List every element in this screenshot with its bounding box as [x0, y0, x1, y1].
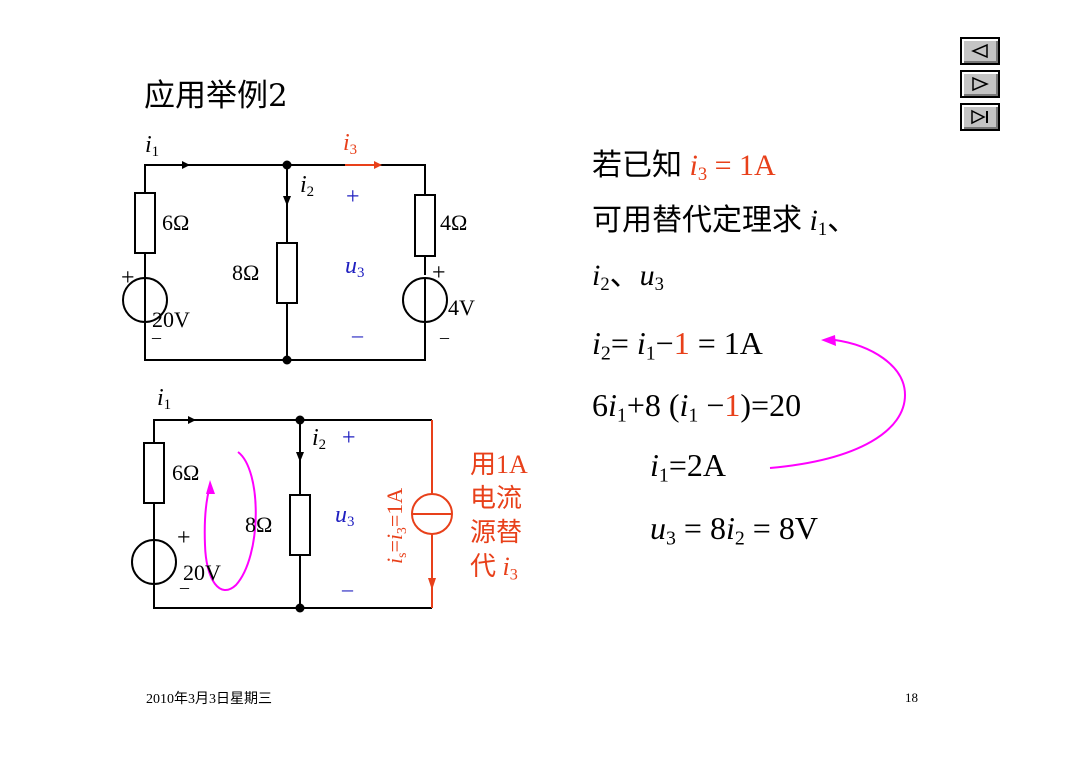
node-top-b — [295, 415, 305, 425]
resistor-4ohm — [414, 194, 436, 257]
label-plus-u3-b: + — [342, 425, 356, 451]
label-current-source: is=i3=1A — [382, 487, 409, 564]
label-r1-bottom: 6Ω — [172, 460, 200, 485]
label-minus-src1: – — [152, 327, 161, 347]
substitution-arrow — [769, 339, 907, 469]
arrow-i2-bottom — [296, 452, 304, 462]
equation-3: i1=2A — [650, 447, 726, 487]
arrow-i1-top — [182, 161, 190, 169]
resistor-8ohm — [276, 242, 298, 304]
slide-title: 应用举例2 — [144, 78, 288, 114]
arrow-i3-top — [374, 161, 382, 169]
triangle-left-icon — [971, 43, 988, 59]
label-minus-src-b: – — [180, 577, 189, 597]
label-i2-bottom: i2 — [312, 425, 327, 454]
replacement-note: 用1A 电流 源替 代 i3 — [470, 450, 528, 584]
label-plus-src1: + — [121, 265, 135, 291]
wire-right-bottom — [287, 323, 426, 361]
node-bottom-b — [295, 603, 305, 613]
label-u3-top: u3 — [345, 253, 365, 282]
loop-arrow — [203, 451, 257, 591]
label-src1-bottom: 20V — [183, 560, 221, 585]
wire-left-loop-b — [153, 419, 301, 609]
analysis-line-1: 若已知 i3 = 1A — [592, 149, 776, 186]
label-src2-top: 4V — [448, 295, 475, 320]
analysis-line-3: i2、u3 — [592, 259, 664, 296]
loop-arrowhead — [206, 480, 215, 494]
label-u3-bottom: u3 — [335, 502, 355, 531]
label-minus-u3-b: – — [342, 576, 353, 601]
footer-date: 2010年3月3日星期三 — [146, 692, 272, 707]
label-r1-top: 6Ω — [162, 210, 190, 235]
node-top — [282, 160, 292, 170]
label-r2-top: 8Ω — [232, 260, 260, 285]
label-plus-u3: + — [346, 184, 360, 210]
equation-1: i2= i1−1 = 1A — [592, 325, 763, 365]
triangle-right-icon — [972, 76, 989, 92]
analysis-line-2: 可用替代定理求 i1、 — [592, 204, 858, 241]
equation-4: u3 = 8i2 = 8V — [650, 510, 818, 550]
label-i1-bottom: i1 — [157, 385, 172, 414]
label-src1-top: 20V — [152, 307, 190, 332]
node-bottom — [282, 355, 292, 365]
label-minus-u3: – — [352, 322, 363, 347]
previous-slide-button[interactable] — [960, 37, 1000, 65]
equation-2: 6i1+8 (i1 −1)=20 — [592, 387, 802, 427]
label-i3-top: i3 — [343, 130, 358, 159]
last-slide-button[interactable] — [960, 103, 1000, 131]
page-number: 18 — [905, 690, 918, 705]
arrow-i1-bottom — [188, 416, 196, 424]
resistor-8ohm-b — [289, 494, 311, 556]
label-r3-top: 4Ω — [440, 210, 468, 235]
arrow-i2-top — [283, 196, 291, 206]
label-r2-bottom: 8Ω — [245, 512, 273, 537]
label-i1-top: i1 — [145, 132, 160, 161]
label-plus-src2: + — [432, 260, 446, 286]
substitution-arrowhead — [821, 335, 836, 346]
skip-to-end-icon — [971, 109, 988, 125]
arrow-is — [428, 578, 436, 590]
label-minus-src2: – — [440, 327, 449, 347]
label-plus-src-b: + — [177, 525, 191, 551]
next-slide-button[interactable] — [960, 70, 1000, 98]
resistor-6ohm-b — [143, 442, 165, 504]
wire-right-top — [287, 164, 426, 195]
resistor-6ohm — [134, 192, 156, 254]
label-i2-top: i2 — [300, 172, 315, 201]
